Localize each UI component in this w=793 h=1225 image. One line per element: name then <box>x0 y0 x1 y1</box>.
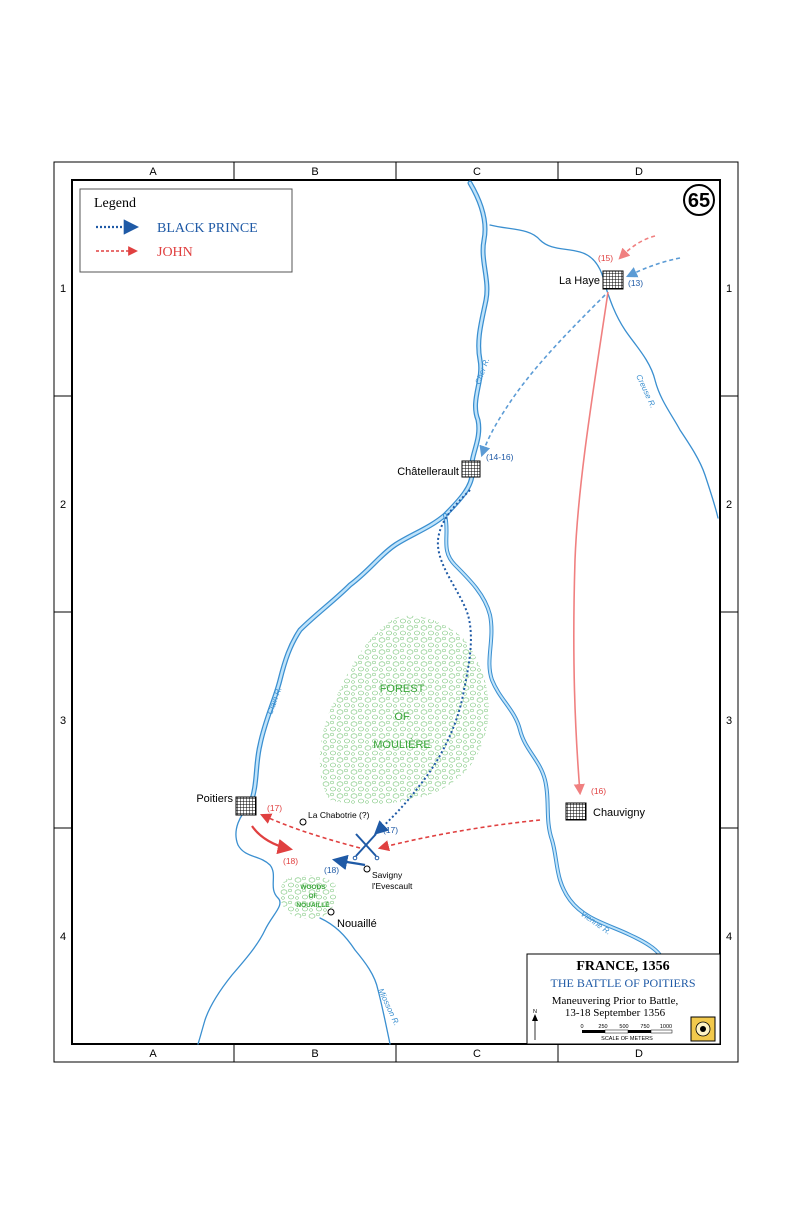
map-number-badge: 65 <box>683 184 715 216</box>
rivers <box>197 180 719 1045</box>
forest-label-2: OF <box>394 711 410 723</box>
row-label-right-2: 2 <box>726 499 732 511</box>
la-haye-label: La Haye <box>559 275 600 287</box>
forest-label-1: FOREST <box>380 683 425 695</box>
creuse-river <box>489 224 719 519</box>
col-label-bottom-a: A <box>149 1048 157 1060</box>
usma-seal-icon <box>690 1016 716 1042</box>
battle-swords-icon <box>352 833 380 861</box>
bp-route-14-16 <box>479 294 606 458</box>
john-route-17-to-poitiers <box>259 813 361 849</box>
row-label-right-1: 1 <box>726 283 732 295</box>
clain-river <box>197 804 281 1045</box>
chatellerault-label: Châtellerault <box>397 466 459 478</box>
woods-label-3: NOUAILLÉ <box>296 900 330 909</box>
label-18-blue: (18) <box>324 865 339 875</box>
woods-label-2: OF <box>308 893 317 900</box>
col-label-bottom-c: C <box>473 1048 481 1060</box>
woods-of-nouaille <box>280 875 337 920</box>
nouaille-marker <box>327 908 335 916</box>
scale-label: SCALE OF METERS <box>601 1036 653 1042</box>
label-16: (16) <box>591 786 606 796</box>
savigny-label-2: l'Evescault <box>372 881 413 891</box>
col-label-top-b: B <box>311 166 318 178</box>
scale-tick-500: 500 <box>619 1024 628 1030</box>
scale-tick-1000: 1000 <box>660 1024 672 1030</box>
savigny-label-1: Savigny <box>372 870 403 880</box>
legend: Legend BLACK PRINCE JOHN <box>79 188 293 273</box>
row-label-left-1: 1 <box>60 283 66 295</box>
grid-labels: A B C D A B C D 1 2 3 4 1 2 3 4 <box>60 166 732 1060</box>
col-label-bottom-d: D <box>635 1048 643 1060</box>
bp-route-13 <box>625 257 681 278</box>
woods-label-1: WOODS <box>300 884 326 891</box>
col-label-top-c: C <box>473 166 481 178</box>
black-prince-routes <box>331 257 681 870</box>
john-route-17-to-battle <box>377 819 541 852</box>
label-17-blue: (17) <box>383 825 398 835</box>
la-chabotrie-marker <box>299 818 307 826</box>
col-label-top-a: A <box>149 166 157 178</box>
john-route-16 <box>573 291 609 796</box>
john-route-18 <box>251 825 294 855</box>
title-block-subtitle: THE BATTLE OF POITIERS <box>551 976 696 990</box>
title-block: FRANCE, 1356 THE BATTLE OF POITIERS Mane… <box>526 953 721 1045</box>
scale-tick-0: 0 <box>580 1024 583 1030</box>
label-18-red: (18) <box>283 856 298 866</box>
row-label-left-4: 4 <box>60 931 66 943</box>
grid-frame <box>53 161 739 1063</box>
poitiers-label: Poitiers <box>196 793 233 805</box>
title-block-title: FRANCE, 1356 <box>576 959 669 974</box>
la-chabotrie-label: La Chabotrie (?) <box>308 810 370 820</box>
chauvigny-label: Chauvigny <box>593 807 645 819</box>
john-routes <box>251 235 656 855</box>
col-label-top-d: D <box>635 166 643 178</box>
north-arrow-icon: N <box>532 1009 538 1040</box>
scale-tick-750: 750 <box>640 1024 649 1030</box>
north-label: N <box>533 1009 537 1015</box>
nouaille-label: Nouaillé <box>337 918 377 930</box>
bp-route-18 <box>331 854 366 870</box>
label-17-red: (17) <box>267 803 282 813</box>
row-label-right-4: 4 <box>726 931 732 943</box>
la-haye-town-icon <box>602 270 624 290</box>
savigny-marker <box>363 865 371 873</box>
label-14-16: (14-16) <box>486 452 514 462</box>
row-label-right-3: 3 <box>726 715 732 727</box>
row-label-left-3: 3 <box>60 715 66 727</box>
legend-john-label: JOHN <box>157 245 193 260</box>
chatellerault-town-icon <box>461 460 481 478</box>
forest-of-mouliere <box>319 615 489 805</box>
col-label-bottom-b: B <box>311 1048 318 1060</box>
label-15: (15) <box>598 253 613 263</box>
chauvigny-town-icon <box>565 802 587 821</box>
poitiers-town-icon <box>235 796 257 816</box>
scale-tick-250: 250 <box>598 1024 607 1030</box>
john-route-15 <box>618 235 656 260</box>
title-block-desc-2: 13-18 September 1356 <box>565 1007 666 1019</box>
legend-black-prince-label: BLACK PRINCE <box>157 221 258 236</box>
towns: La Haye Châtellerault Chauvigny Poitiers… <box>196 270 645 930</box>
scale-bar: 0 250 500 750 1000 SCALE OF METERS <box>580 1024 673 1042</box>
legend-title: Legend <box>94 196 136 211</box>
row-label-left-2: 2 <box>60 499 66 511</box>
forest-label-3: MOULIÈRE <box>373 738 430 751</box>
title-block-desc-1: Maneuvering Prior to Battle, <box>552 995 679 1007</box>
miosson-river <box>319 917 391 1045</box>
label-13: (13) <box>628 278 643 288</box>
map-number: 65 <box>688 190 710 212</box>
